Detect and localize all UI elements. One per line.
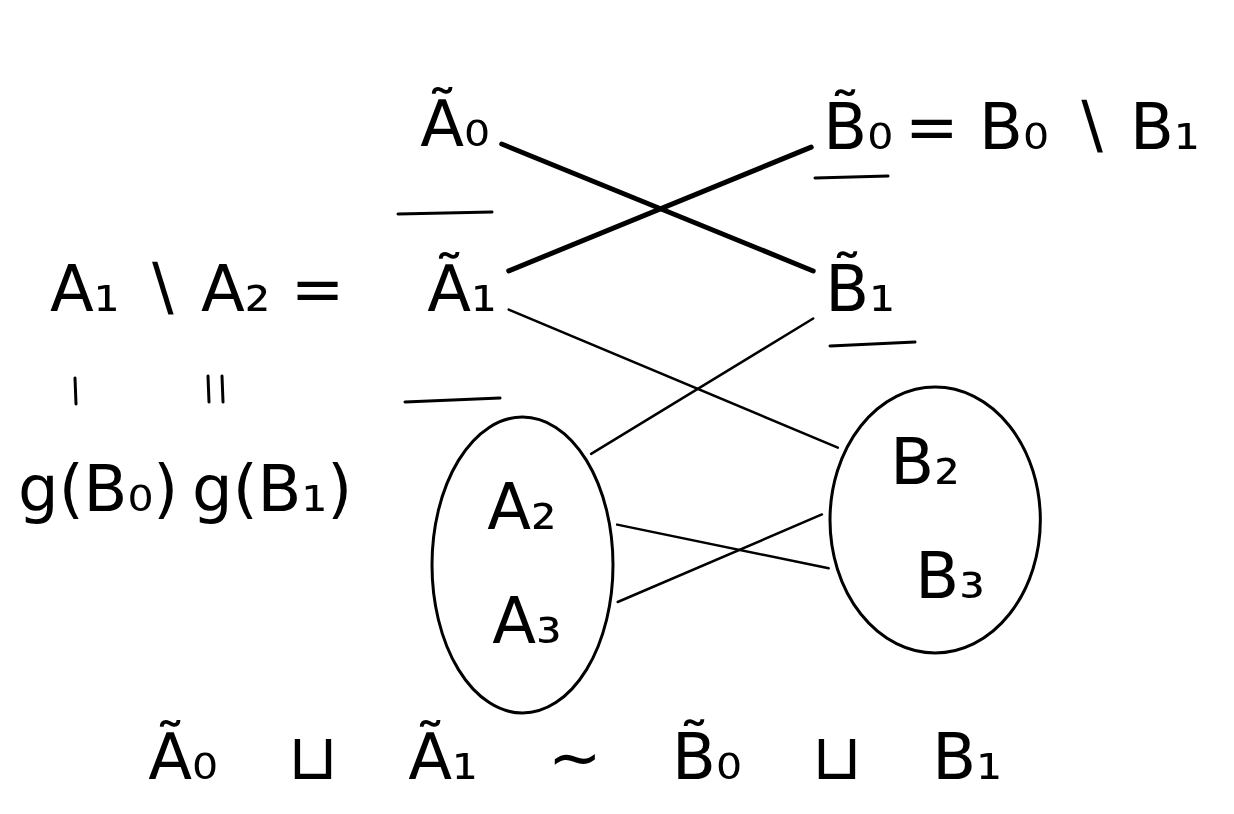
set-symbol: Ã₁ (423, 251, 500, 329)
mapping-line (591, 319, 813, 454)
set-name: A₃ (492, 585, 561, 659)
set-name: Ã₁ (427, 253, 496, 327)
ellipse-shape (432, 417, 613, 713)
overline-stroke (398, 212, 492, 214)
ellipse-shape (830, 387, 1040, 653)
mapping-line (502, 144, 814, 271)
equality-mark (75, 378, 76, 404)
set-ellipse: A₂ A₃ (430, 415, 615, 715)
mapping-line (617, 525, 829, 569)
equality-mark (208, 376, 209, 402)
underline-stroke (830, 342, 915, 346)
set-name: B̃₁ (825, 253, 895, 327)
mapping-line (509, 310, 838, 448)
underline-stroke (815, 176, 888, 178)
underline-stroke (405, 398, 500, 402)
set-name: B₃ (915, 540, 985, 614)
set-symbol: B̃₀ (819, 89, 897, 167)
set-symbol: Ã₀ (416, 86, 493, 164)
set-ellipse: B₂ B₃ (828, 385, 1042, 655)
formula-text: Ã₀ ⊔ Ã₁ ~ B̃₀ ⊔ B₁ (148, 721, 1002, 795)
ellipse-outline (430, 415, 615, 715)
equality-mark (222, 376, 223, 402)
set-name: B̃₀ (823, 91, 893, 165)
formula-text: g(B₀) (18, 453, 178, 527)
set-name: B₂ (890, 426, 960, 500)
formula-text: g(B₁) (192, 453, 352, 527)
set-name: Ã₀ (420, 88, 489, 162)
set-name: A₂ (487, 471, 556, 545)
mapping-line (509, 147, 812, 271)
formula-text: A₁ ∖ A₂ = (50, 253, 344, 327)
formula-text: = B₀ ∖ B₁ (905, 91, 1200, 165)
mapping-line (618, 514, 822, 602)
set-symbol: B̃₁ (821, 251, 899, 329)
